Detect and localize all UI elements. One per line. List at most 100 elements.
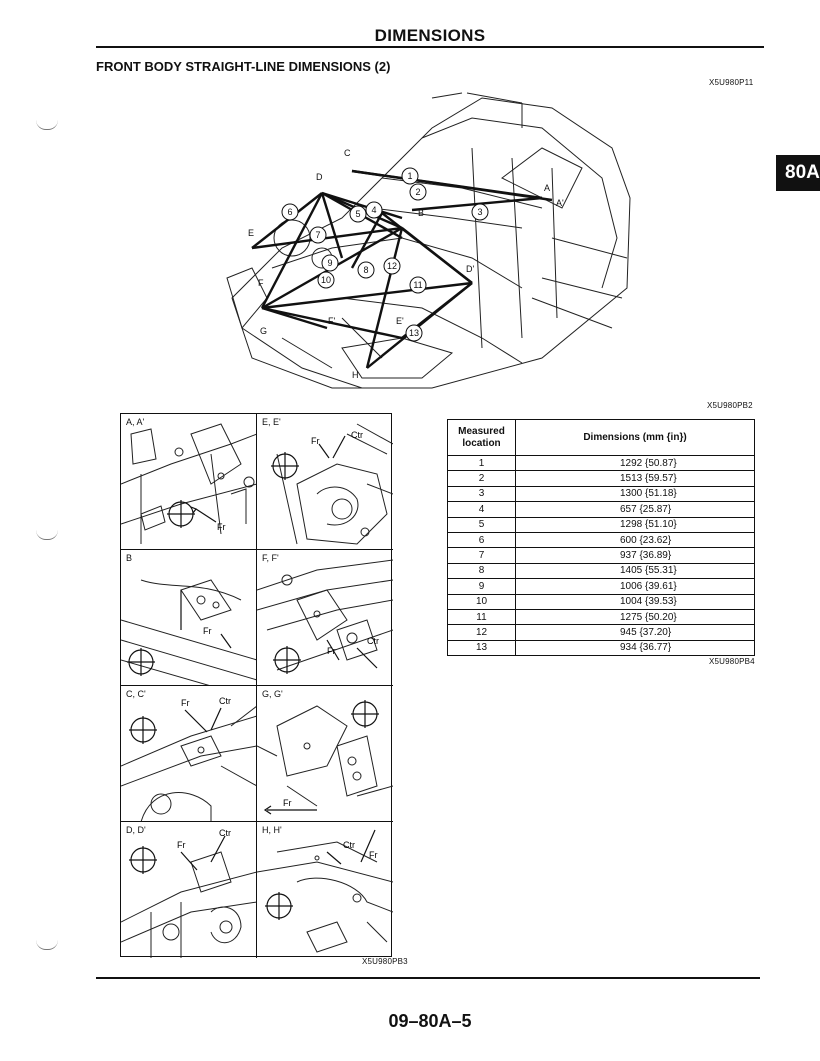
measured-location: 3 <box>447 485 516 503</box>
callout-number: 8 <box>363 265 368 275</box>
measured-location: 5 <box>447 516 516 533</box>
arrow-label-fr: Fr <box>369 850 378 860</box>
callout-number: 2 <box>415 187 420 197</box>
point-label: F <box>258 278 264 288</box>
detail-label: D, D' <box>125 825 147 835</box>
dimension-value: 934 {36.77} <box>515 639 755 657</box>
detail-label: F, F' <box>261 553 280 563</box>
measured-location: 12 <box>447 624 516 641</box>
detail-label: G, G' <box>261 689 284 699</box>
arrow-label-fr: Fr <box>311 436 320 446</box>
measured-location: 6 <box>447 531 516 549</box>
measured-location: 2 <box>447 470 516 487</box>
binder-hole-mark <box>36 530 58 540</box>
callout-number: 6 <box>287 207 292 217</box>
arrow-label-fr: Fr <box>181 698 190 708</box>
page-number: 09–80A–5 <box>388 1011 472 1031</box>
detail-view-d: D, D' Fr Ctr <box>121 822 257 958</box>
dimension-value: 1300 {51.18} <box>515 485 755 503</box>
dimension-value: 1298 {51.10} <box>515 516 755 533</box>
binder-hole-mark <box>36 120 58 130</box>
point-label: D <box>316 172 323 182</box>
dimension-value: 945 {37.20} <box>515 624 755 641</box>
measured-location: 1 <box>447 454 516 472</box>
point-label: E' <box>396 316 404 326</box>
dimension-value: 1292 {50.87} <box>515 454 755 472</box>
measured-location: 8 <box>447 562 516 580</box>
section-title: FRONT BODY STRAIGHT-LINE DIMENSIONS (2) <box>96 59 391 74</box>
detail-view-b: B Fr <box>121 550 257 686</box>
dimension-value: 1405 {55.31} <box>515 562 755 580</box>
detail-view-f: F, F' Fr Ctr <box>257 550 393 686</box>
arrow-label-ctr: Ctr <box>343 840 355 850</box>
detail-views-grid: A, A' Fr E, E' <box>120 413 393 958</box>
dimension-value: 937 {36.89} <box>515 547 755 564</box>
dimension-value: 600 {23.62} <box>515 531 755 549</box>
detail-label: A, A' <box>125 417 146 427</box>
point-label: B <box>418 208 424 218</box>
arrow-label-fr: Fr <box>177 840 186 850</box>
arrow-label-fr: Fr <box>217 522 226 532</box>
callout-number: 9 <box>327 258 332 268</box>
detail-view-a: A, A' Fr <box>121 414 257 550</box>
point-label: A' <box>556 198 564 208</box>
footer-rule <box>96 977 760 979</box>
measured-location: 9 <box>447 578 516 595</box>
figure-code-details: X5U980PB3 <box>362 957 408 966</box>
callout-number: 1 <box>407 171 412 181</box>
dimension-value: 1513 {59.57} <box>515 470 755 487</box>
dimension-value: 1275 {50.20} <box>515 608 755 626</box>
measured-location: 4 <box>447 501 516 518</box>
column-header-location: Measured location <box>447 419 516 456</box>
point-label: H <box>352 370 359 380</box>
arrow-label-fr: Fr <box>203 626 212 636</box>
callout-number: 13 <box>409 328 419 338</box>
callout-number: 7 <box>315 230 320 240</box>
callout-number: 10 <box>321 275 331 285</box>
binder-hole-mark <box>36 940 58 950</box>
figure-code-table: X5U980PB4 <box>709 657 755 666</box>
figure-code-top: X5U980P11 <box>709 78 754 87</box>
point-label: E <box>248 228 254 238</box>
dimensions-table: Measured location Dimensions (mm {in}) 1… <box>447 419 755 657</box>
page-title: DIMENSIONS <box>374 26 486 45</box>
callout-number: 5 <box>355 209 360 219</box>
arrow-label-ctr: Ctr <box>219 696 231 706</box>
measured-location: 10 <box>447 593 516 610</box>
detail-view-h: H, H' Ctr Fr <box>257 822 393 958</box>
callout-number: 12 <box>387 261 397 271</box>
section-tab: 80A <box>776 155 820 191</box>
detail-view-c: C, C' Fr Ctr <box>121 686 257 822</box>
measured-location: 11 <box>447 608 516 626</box>
figure-code-main: X5U980PB2 <box>707 401 753 410</box>
dimension-value: 1006 {39.61} <box>515 578 755 595</box>
point-label: D' <box>466 264 474 274</box>
detail-label: B <box>125 553 134 563</box>
column-header-dimensions: Dimensions (mm {in}) <box>515 419 755 456</box>
title-rule <box>96 46 764 48</box>
detail-view-g: G, G' Fr <box>257 686 393 822</box>
front-body-diagram: C D A A' B E D' F G F' E' H 1 2 3 4 5 6 … <box>226 92 631 389</box>
point-label: A <box>544 183 550 193</box>
measured-location: 7 <box>447 547 516 564</box>
arrow-label-ctr: Ctr <box>219 828 231 838</box>
point-label: G <box>260 326 267 336</box>
arrow-label-fr: Fr <box>283 798 292 808</box>
arrow-label-fr: Fr <box>327 646 336 656</box>
callout-number: 11 <box>413 280 422 290</box>
detail-label: E, E' <box>261 417 282 427</box>
dimension-value: 657 {25.87} <box>515 501 755 518</box>
callout-number: 3 <box>477 207 482 217</box>
